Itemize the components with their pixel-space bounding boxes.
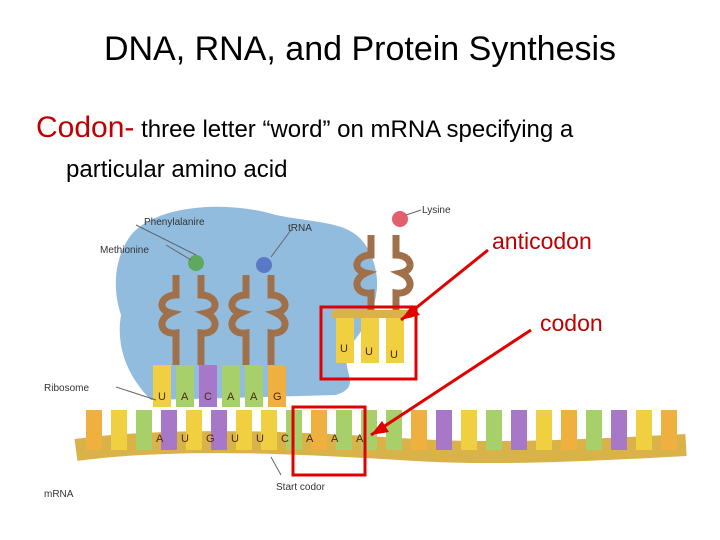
definition-text-line2: particular amino acid xyxy=(66,156,288,183)
slide-title: DNA, RNA, and Protein Synthesis xyxy=(103,30,617,68)
top-base: A xyxy=(250,391,258,403)
label-trna: tRNA xyxy=(288,223,312,234)
anticodon-arrow xyxy=(400,248,489,322)
codon-callout: codon xyxy=(540,310,603,336)
codon-highlight-box xyxy=(291,405,367,477)
lysine-ball xyxy=(392,211,408,227)
bottom-base: A xyxy=(356,433,364,445)
anticodon-base: U xyxy=(390,349,398,361)
methionine-ball xyxy=(188,255,204,271)
bottom-base: A xyxy=(306,433,314,445)
bottom-base: C xyxy=(281,433,289,445)
label-ribosome: Ribosome xyxy=(44,383,89,394)
anticodon-teeth xyxy=(336,318,404,363)
translation-figure: U U U U A xyxy=(44,205,687,500)
bottom-base: U xyxy=(256,433,264,445)
top-base: G xyxy=(273,391,282,403)
trna-teeth xyxy=(153,365,286,407)
bottom-base: A xyxy=(331,433,339,445)
anticodon-base: U xyxy=(340,343,348,355)
phenylalanine-ball xyxy=(256,257,272,273)
ribosome-shape xyxy=(115,206,378,400)
label-start-codon: Start codor xyxy=(276,482,326,493)
anticodon-base: U xyxy=(365,346,373,358)
anticodon-highlight-box xyxy=(319,305,418,381)
label-mrna: mRNA xyxy=(44,489,74,500)
bottom-base: A xyxy=(156,433,164,445)
trna-lysine xyxy=(353,235,414,310)
label-methionine: Methionine xyxy=(100,245,149,256)
codon-definition: Codon- three letter “word” on mRNA speci… xyxy=(36,108,706,190)
top-base: A xyxy=(227,391,235,403)
definition-term: Codon- xyxy=(36,111,135,144)
trna-methionine xyxy=(158,275,219,365)
anticodon-bar xyxy=(332,310,412,318)
definition-text-line1: three letter “word” on mRNA specifying a xyxy=(134,116,574,143)
top-base: C xyxy=(204,391,212,403)
label-lysine: Lysine xyxy=(422,205,451,216)
leader-lines xyxy=(115,209,422,476)
anticodon-callout: anticodon xyxy=(492,228,592,254)
bottom-base: U xyxy=(181,433,189,445)
codon-arrow xyxy=(370,328,532,437)
trna-phenylalanine xyxy=(228,275,289,365)
mrna-teeth xyxy=(86,410,677,450)
bottom-base: G xyxy=(206,433,215,445)
label-phenylalanine: Phenylalanire xyxy=(144,217,205,228)
top-base: A xyxy=(181,391,189,403)
codon-arrowhead xyxy=(371,421,389,435)
top-base: U xyxy=(158,391,166,403)
bottom-base: U xyxy=(231,433,239,445)
anticodon-arrowhead xyxy=(401,305,420,320)
